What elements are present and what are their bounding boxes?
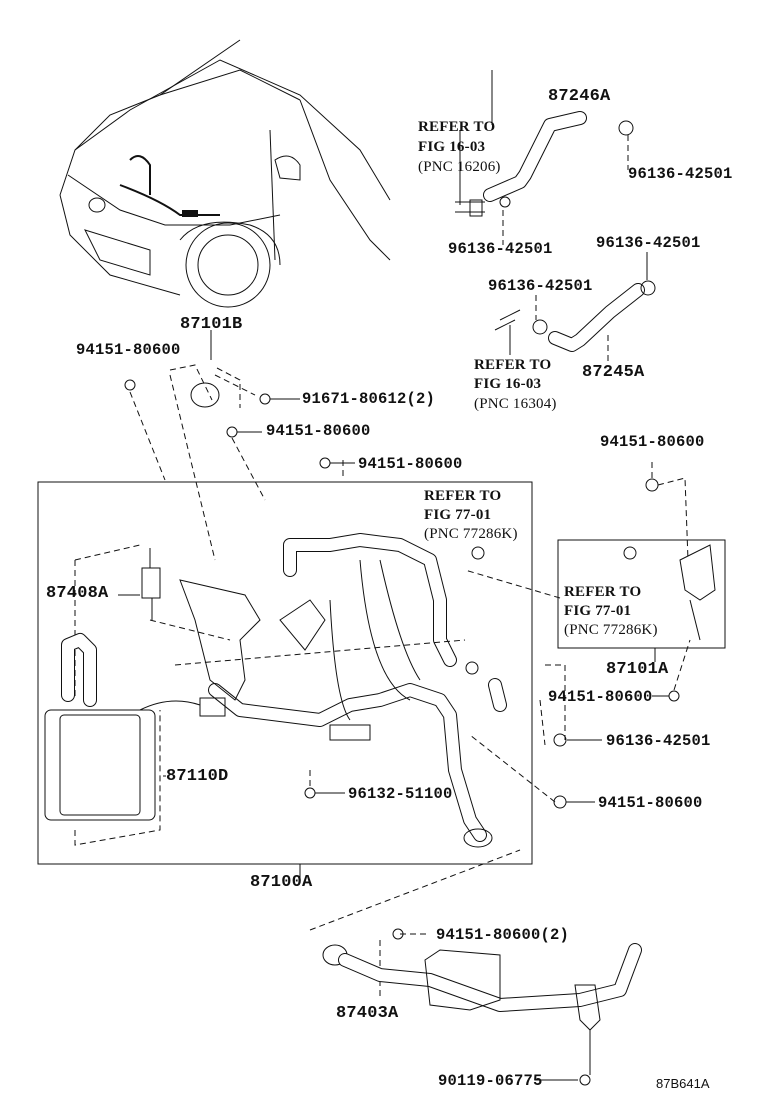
ref-note-line: REFER TO xyxy=(418,119,496,135)
ref-note-line: (PNC 77286K) xyxy=(424,526,518,542)
ref-note-line: FIG 16-03 xyxy=(474,376,542,392)
ref-note-line: REFER TO xyxy=(564,584,642,600)
part-label-bolt: 90119-06775 xyxy=(438,1072,543,1090)
ref-note-line: REFER TO xyxy=(474,357,552,373)
part-label-87408A: 87408A xyxy=(46,584,109,603)
part-label-bolt: 91671-80612(2) xyxy=(302,390,436,408)
part-label-clamp: 96136-42501 xyxy=(488,277,593,295)
assembly-frame-87100A xyxy=(37,481,533,865)
part-label-nut: 94151-80600 xyxy=(76,341,181,359)
part-label-87101B: 87101B xyxy=(180,315,243,334)
part-label-nut: 94151-80600 xyxy=(358,455,463,473)
part-label-clamp: 96136-42501 xyxy=(448,240,553,258)
part-label-nut: 94151-80600 xyxy=(600,433,705,451)
part-label-nut: 94151-80600 xyxy=(548,688,653,706)
part-label-nut: 94151-80600 xyxy=(266,422,371,440)
part-label-87245A: 87245A xyxy=(582,363,645,382)
ref-note-line: FIG 77-01 xyxy=(564,603,632,619)
vehicle-sketch xyxy=(59,39,391,308)
ref-note-line: (PNC 16206) xyxy=(418,159,501,175)
part-label-nut: 94151-80600(2) xyxy=(436,926,570,944)
figure-code: 87B641A xyxy=(656,1076,710,1091)
ref-note-line: (PNC 16304) xyxy=(474,396,557,412)
part-label-clamp: 96136-42501 xyxy=(606,732,711,750)
part-label-clamp: 96136-42501 xyxy=(628,165,733,183)
part-label-87246A: 87246A xyxy=(548,87,611,106)
ref-note-line: FIG 16-03 xyxy=(418,139,486,155)
part-label-87110D: 87110D xyxy=(166,767,229,786)
part-label-87403A: 87403A xyxy=(336,1004,399,1023)
sub-frame-87101A xyxy=(557,539,726,649)
part-label-clamp: 96136-42501 xyxy=(596,234,701,252)
part-label-nut: 94151-80600 xyxy=(598,794,703,812)
ref-note-line: (PNC 77286K) xyxy=(564,622,658,638)
ref-note-line: REFER TO xyxy=(424,488,502,504)
part-label-87100A: 87100A xyxy=(250,873,313,892)
part-label-clip: 96132-51100 xyxy=(348,785,453,803)
part-label-87101A: 87101A xyxy=(606,660,669,679)
ref-note-line: FIG 77-01 xyxy=(424,507,492,523)
